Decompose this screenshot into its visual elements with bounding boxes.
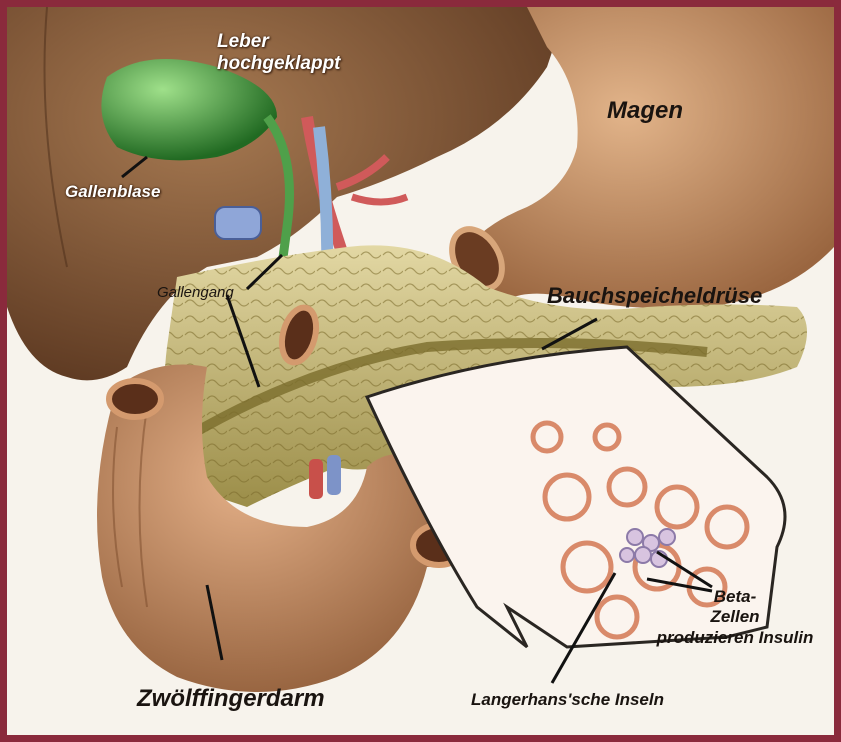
label-stomach: Magen [607,99,683,123]
label-duodenum: Zwölffingerdarm [137,687,325,711]
label-pancreas: Bauchspeicheldrüse [547,285,762,307]
label-beta-cells: Beta- Zellen produzieren Insulin [635,587,835,648]
label-islets: Langerhans'sche Inseln [471,691,664,708]
label-bile-duct: Gallengang [157,285,234,300]
label-gallbladder: Gallenblase [65,183,160,200]
label-liver: Leber hochgeklappt [217,31,341,75]
